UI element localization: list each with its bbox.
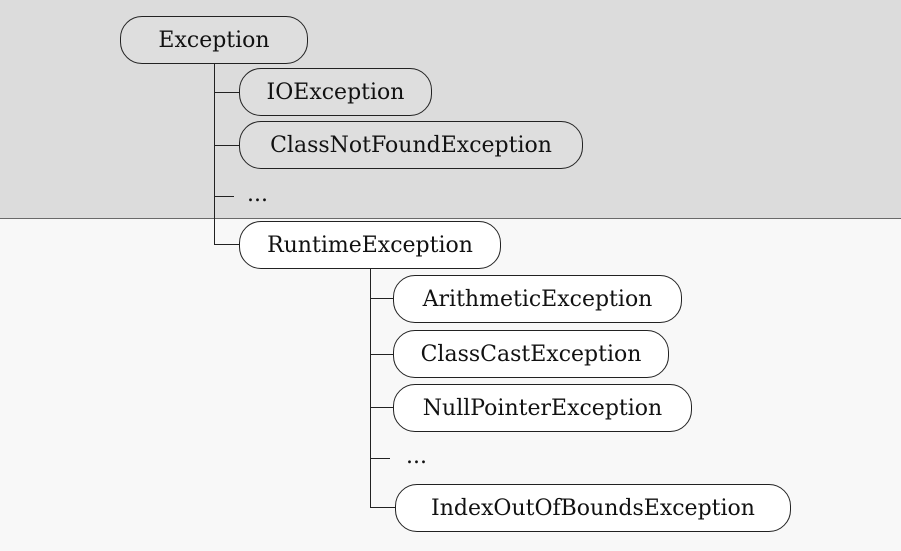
- node-arithmeticexception: ArithmeticException: [393, 275, 682, 323]
- runtime-children-ellipsis: ...: [406, 444, 427, 469]
- node-indexoutofboundsexception: IndexOutOfBoundsException: [395, 484, 791, 532]
- connector-runtimeexception: [214, 244, 240, 245]
- node-exception: Exception: [120, 16, 308, 64]
- connector-classnotfoundexception: [214, 145, 240, 146]
- connector-runtime-ellipsis: [370, 458, 390, 459]
- connector-nullpointerexception: [370, 407, 394, 408]
- node-classnotfoundexception: ClassNotFoundException: [239, 121, 583, 169]
- node-runtimeexception: RuntimeException: [239, 221, 501, 269]
- runtime-trunk-line: [370, 268, 371, 508]
- region-divider: [0, 218, 901, 219]
- node-nullpointerexception: NullPointerException: [393, 384, 692, 432]
- root-children-ellipsis: ...: [247, 182, 268, 207]
- root-trunk-line: [214, 62, 215, 244]
- node-ioexception: IOException: [239, 68, 432, 116]
- connector-ioexception: [214, 92, 240, 93]
- connector-arithmeticexception: [370, 298, 394, 299]
- connector-classcastexception: [370, 354, 394, 355]
- connector-root-ellipsis: [214, 196, 234, 197]
- node-classcastexception: ClassCastException: [393, 330, 669, 378]
- connector-indexoutofboundsexception: [370, 507, 396, 508]
